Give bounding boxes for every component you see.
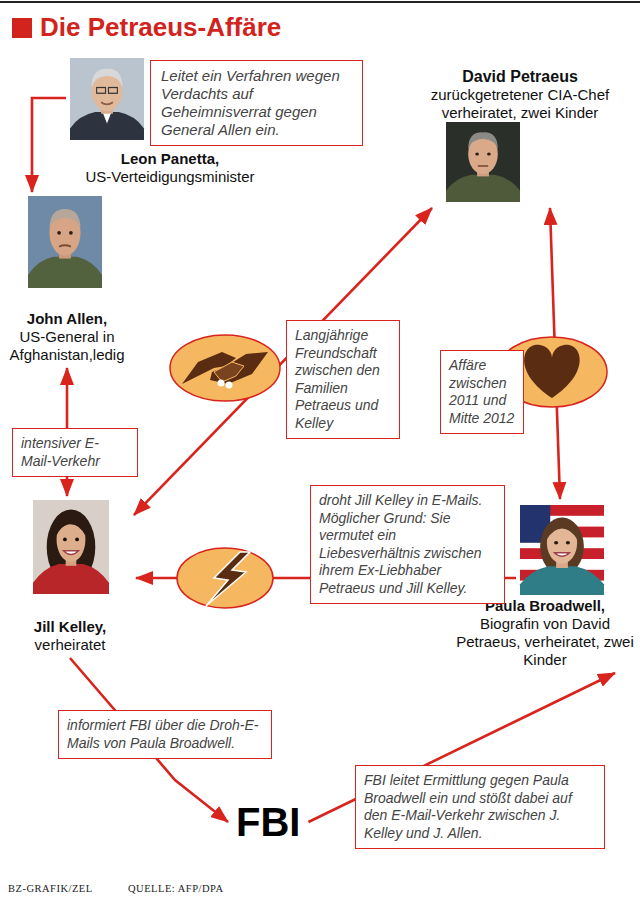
lightning-icon xyxy=(177,548,273,608)
portrait-part xyxy=(69,231,73,235)
portrait-part xyxy=(57,517,86,562)
photo-frame xyxy=(520,505,604,595)
portrait-part xyxy=(28,196,102,288)
text-group: Jill Kelley,verheiratet xyxy=(10,618,130,654)
edge-label: Langjährige Freundschaft zwischen den Fa… xyxy=(295,327,391,432)
photo-frame xyxy=(70,58,144,140)
text-group: Leon Panetta,US-Verteidigungsminister xyxy=(70,150,270,186)
edge-label: informiert FBI über die Droh-E-Mails von… xyxy=(67,717,263,752)
lightning-icon-part xyxy=(177,548,273,608)
note-box: Leitet ein Verfahren wegen Verdachts auf… xyxy=(150,60,363,146)
portrait-part xyxy=(57,231,61,235)
node-heading: Leitet ein Verfahren wegen Verdachts auf… xyxy=(161,67,352,139)
person-card: John Allen,US-General in Afghanistan,led… xyxy=(3,196,131,364)
portrait-part xyxy=(487,152,491,155)
photo-frame xyxy=(446,122,520,202)
edge-label: FBI leitet Ermittlung gegen Paula Broadw… xyxy=(364,772,596,842)
portrait xyxy=(520,505,604,595)
portrait-part xyxy=(101,102,113,104)
portrait-part xyxy=(63,551,78,555)
heart-icon-part xyxy=(524,345,580,398)
portrait xyxy=(28,196,102,288)
portrait-part xyxy=(57,516,86,536)
edge-label: intensiver E-Mail-Verkehr xyxy=(21,435,129,470)
photo-frame xyxy=(33,500,109,594)
portrait-part xyxy=(108,88,117,94)
edge-label-box: intensiver E-Mail-Verkehr xyxy=(12,428,138,477)
portrait-part xyxy=(91,69,122,88)
portrait-part xyxy=(540,518,584,576)
node-heading: Leon Panetta, xyxy=(70,150,270,168)
text-group: John Allen,US-General in Afghanistan,led… xyxy=(3,310,131,364)
person-card: Jill Kelley,verheiratet xyxy=(10,500,130,654)
portrait-part xyxy=(63,538,67,542)
portrait-part xyxy=(520,505,604,595)
connector-arrow xyxy=(32,98,66,192)
portrait-part xyxy=(33,500,109,594)
portrait-part xyxy=(547,522,577,563)
source-note: QUELLE: AFP/DPA xyxy=(128,883,224,894)
handshake-icon-part xyxy=(226,382,233,389)
node-body: US-Verteidigungsminister xyxy=(70,168,270,186)
text-group: Paula Broadwell,Biografin von David Petr… xyxy=(455,597,635,669)
edge-label-box: Langjährige Freundschaft zwischen den Fa… xyxy=(286,320,400,439)
portrait-part xyxy=(468,132,498,149)
portrait-part xyxy=(33,564,109,594)
title-square xyxy=(12,18,32,38)
photo-frame xyxy=(28,196,102,288)
edge-label: droht Jill Kelley in E-Mails. Möglicher … xyxy=(319,492,496,597)
portrait-part xyxy=(475,152,479,155)
portrait-part xyxy=(554,553,569,557)
title: Die Petraeus-Affäre xyxy=(40,12,281,42)
source-note: BZ-GRAFIK/ZEL xyxy=(8,883,93,894)
node-heading: FBI xyxy=(236,802,300,842)
portrait xyxy=(33,500,109,594)
edge-label-box: informiert FBI über die Droh-E-Mails von… xyxy=(58,710,272,759)
portrait xyxy=(446,122,520,202)
edge-label-box: droht Jill Kelley in E-Mails. Möglicher … xyxy=(310,485,505,604)
portrait-part xyxy=(97,88,106,94)
portrait xyxy=(70,58,144,140)
portrait-part xyxy=(554,541,558,545)
handshake-icon-part xyxy=(214,362,244,382)
agency-label: FBI xyxy=(232,800,304,844)
portrait-part xyxy=(520,566,604,595)
node-body: Biografin von David Petraeus, verheirate… xyxy=(455,615,635,669)
text-group: David Petraeuszurückgetretener CIA-Chef … xyxy=(420,52,620,122)
handshake-icon-part xyxy=(170,335,280,401)
portrait-part xyxy=(103,112,112,123)
top-rule xyxy=(0,1,640,3)
edge-label-box: FBI leitet Ermittlung gegen Paula Broadw… xyxy=(355,765,605,849)
node-heading: Jill Kelley, xyxy=(10,618,130,636)
portrait-part xyxy=(547,521,577,539)
title-square-part xyxy=(12,18,32,38)
top-rule-part xyxy=(0,1,640,3)
node-heading: John Allen, xyxy=(3,310,131,328)
portrait-part xyxy=(446,175,520,202)
lightning-icon-part xyxy=(206,552,250,606)
portrait-part xyxy=(566,541,570,545)
portrait-part xyxy=(75,538,79,542)
handshake-icon-part xyxy=(218,380,225,387)
portrait-part xyxy=(70,112,144,140)
portrait-part xyxy=(70,58,144,140)
edge-label: Affäre zwischen 2011 und Mitte 2012 xyxy=(449,357,515,427)
node-heading: David Petraeus xyxy=(420,67,620,86)
node-body: verheiratet xyxy=(10,636,130,654)
portrait-part xyxy=(446,122,520,202)
person-card: David Petraeuszurückgetretener CIA-Chef … xyxy=(420,52,620,202)
handshake-icon-part xyxy=(210,352,268,384)
portrait-part xyxy=(59,245,71,246)
node-body: zurückgetretener CIA-Chef verheiratet, z… xyxy=(420,86,620,122)
edge-label-box: Affäre zwischen 2011 und Mitte 2012 xyxy=(440,350,524,434)
portrait-part xyxy=(49,210,80,256)
connector-arrow xyxy=(134,208,432,515)
portrait-part xyxy=(49,209,80,227)
handshake-icon xyxy=(170,335,280,401)
portrait-part xyxy=(28,257,102,288)
node-body: US-General in Afghanistan,ledig xyxy=(3,328,131,364)
portrait-part xyxy=(478,165,488,167)
